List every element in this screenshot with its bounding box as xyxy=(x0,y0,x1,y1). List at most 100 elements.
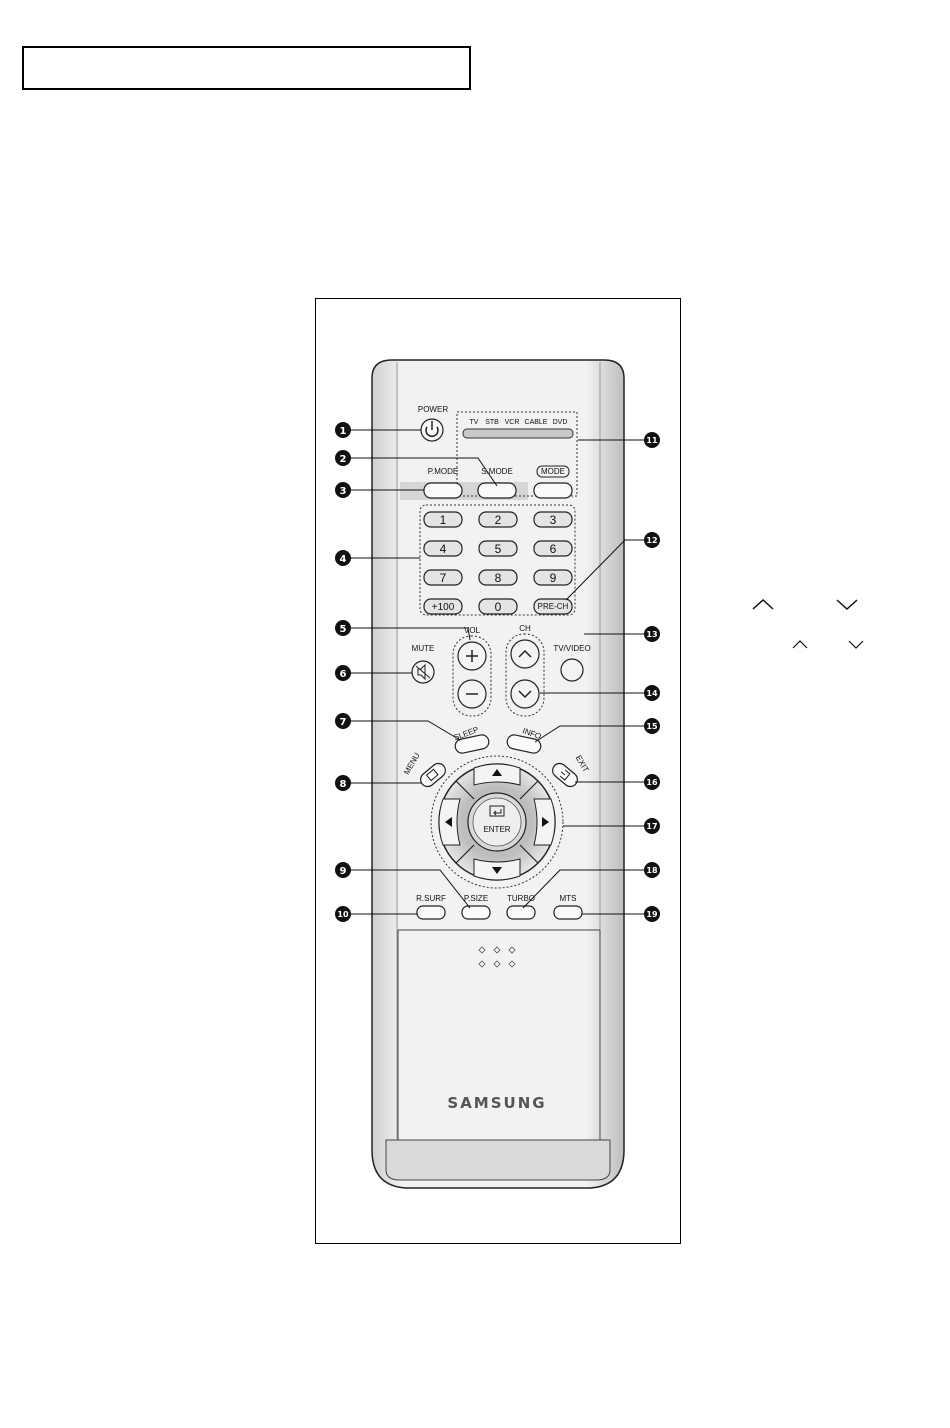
callout-15: 15 xyxy=(644,718,660,734)
callout-13: 13 xyxy=(644,626,660,642)
svg-text:12: 12 xyxy=(646,536,657,545)
nav-left-button[interactable] xyxy=(439,799,460,845)
mode-cable-label: CABLE xyxy=(525,419,548,426)
chevron-down-icon xyxy=(837,600,857,609)
svg-text:+100: +100 xyxy=(432,602,455,613)
volume-down-button[interactable] xyxy=(458,680,486,708)
svg-text:6: 6 xyxy=(550,542,557,556)
digit-button-9[interactable]: 9 xyxy=(534,570,572,585)
mode-label: MODE xyxy=(541,467,565,476)
mute-button[interactable] xyxy=(412,661,434,683)
svg-text:7: 7 xyxy=(340,717,347,728)
mts-label: MTS xyxy=(560,894,577,903)
svg-text:8: 8 xyxy=(340,779,347,790)
mts-button[interactable] xyxy=(554,906,582,919)
callout-10: 10 xyxy=(335,906,351,922)
callout-14: 14 xyxy=(644,685,660,701)
svg-text:13: 13 xyxy=(646,630,657,639)
svg-text:10: 10 xyxy=(337,910,349,919)
callout-11: 11 xyxy=(644,432,660,448)
mode-indicator-bar xyxy=(463,429,573,438)
mode-stb-label: STB xyxy=(485,419,499,426)
svg-text:1: 1 xyxy=(340,426,347,437)
svg-text:5: 5 xyxy=(495,542,502,556)
mode-button[interactable] xyxy=(534,483,572,498)
power-button[interactable] xyxy=(421,419,443,441)
mode-vcr-label: VCR xyxy=(505,419,520,426)
mode-dvd-label: DVD xyxy=(553,419,568,426)
callout-2: 2 xyxy=(335,450,351,466)
tvvideo-button[interactable] xyxy=(561,659,583,681)
digit-button-7[interactable]: 7 xyxy=(424,570,462,585)
svg-text:0: 0 xyxy=(495,600,502,614)
callout-5: 5 xyxy=(335,620,351,636)
svg-text:18: 18 xyxy=(646,866,658,875)
nav-right-button[interactable] xyxy=(534,799,555,845)
svg-text:17: 17 xyxy=(646,822,657,831)
digit-button-1[interactable]: 1 xyxy=(424,512,462,527)
mode-tv-label: TV xyxy=(470,419,479,426)
svg-text:16: 16 xyxy=(646,778,658,787)
svg-text:2: 2 xyxy=(495,513,502,527)
tvvideo-label: TV/VIDEO xyxy=(553,644,590,653)
svg-text:14: 14 xyxy=(646,689,658,698)
callout-1: 1 xyxy=(335,422,351,438)
psize-button[interactable] xyxy=(462,906,490,919)
digit-button-3[interactable]: 3 xyxy=(534,512,572,527)
svg-text:1: 1 xyxy=(440,513,447,527)
nav-down-button[interactable] xyxy=(474,859,520,880)
chevron-down-icon xyxy=(849,641,863,648)
callout-16: 16 xyxy=(644,774,660,790)
digit-button-0[interactable]: 0 xyxy=(479,599,517,614)
svg-text:4: 4 xyxy=(340,554,347,565)
callout-7: 7 xyxy=(335,713,351,729)
digit-button-plus100[interactable]: +100 xyxy=(424,599,462,614)
svg-text:8: 8 xyxy=(495,571,502,585)
rsurf-button[interactable] xyxy=(417,906,445,919)
callout-12: 12 xyxy=(644,532,660,548)
callout-17: 17 xyxy=(644,818,660,834)
svg-text:19: 19 xyxy=(646,910,658,919)
ch-label: CH xyxy=(519,624,531,633)
power-label: POWER xyxy=(418,405,448,414)
volume-up-button[interactable] xyxy=(458,642,486,670)
svg-text:6: 6 xyxy=(340,669,347,680)
prech-button[interactable]: PRE-CH xyxy=(534,599,572,614)
pmode-label: P.MODE xyxy=(428,467,459,476)
svg-text:5: 5 xyxy=(340,624,347,635)
callout-19: 19 xyxy=(644,906,660,922)
svg-text:7: 7 xyxy=(440,571,447,585)
channel-up-button[interactable] xyxy=(511,640,539,668)
digit-button-6[interactable]: 6 xyxy=(534,541,572,556)
smode-label: S.MODE xyxy=(481,467,513,476)
vol-label: VOL xyxy=(464,626,481,635)
digit-button-5[interactable]: 5 xyxy=(479,541,517,556)
turbo-label: TURBO xyxy=(507,894,535,903)
svg-text:3: 3 xyxy=(340,486,347,497)
turbo-button[interactable] xyxy=(507,906,535,919)
psize-label: P.SIZE xyxy=(464,894,488,903)
callout-18: 18 xyxy=(644,862,660,878)
enter-label: ENTER xyxy=(483,825,510,834)
callout-9: 9 xyxy=(335,862,351,878)
callout-4: 4 xyxy=(335,550,351,566)
channel-down-button[interactable] xyxy=(511,680,539,708)
callout-6: 6 xyxy=(335,665,351,681)
digit-button-4[interactable]: 4 xyxy=(424,541,462,556)
mute-label: MUTE xyxy=(412,644,435,653)
chevron-up-icon xyxy=(793,641,807,648)
chevron-up-icon xyxy=(753,600,773,609)
svg-text:4: 4 xyxy=(440,542,447,556)
callout-3: 3 xyxy=(335,482,351,498)
svg-text:3: 3 xyxy=(550,513,557,527)
nav-up-button[interactable] xyxy=(474,764,520,785)
digit-button-8[interactable]: 8 xyxy=(479,570,517,585)
digit-button-2[interactable]: 2 xyxy=(479,512,517,527)
svg-text:9: 9 xyxy=(340,866,347,877)
brand-logo: SAMSUNG xyxy=(447,1094,546,1112)
svg-text:15: 15 xyxy=(646,722,658,731)
enter-button[interactable]: ENTER xyxy=(468,793,526,851)
pmode-button[interactable] xyxy=(424,483,462,498)
svg-text:11: 11 xyxy=(646,436,658,445)
